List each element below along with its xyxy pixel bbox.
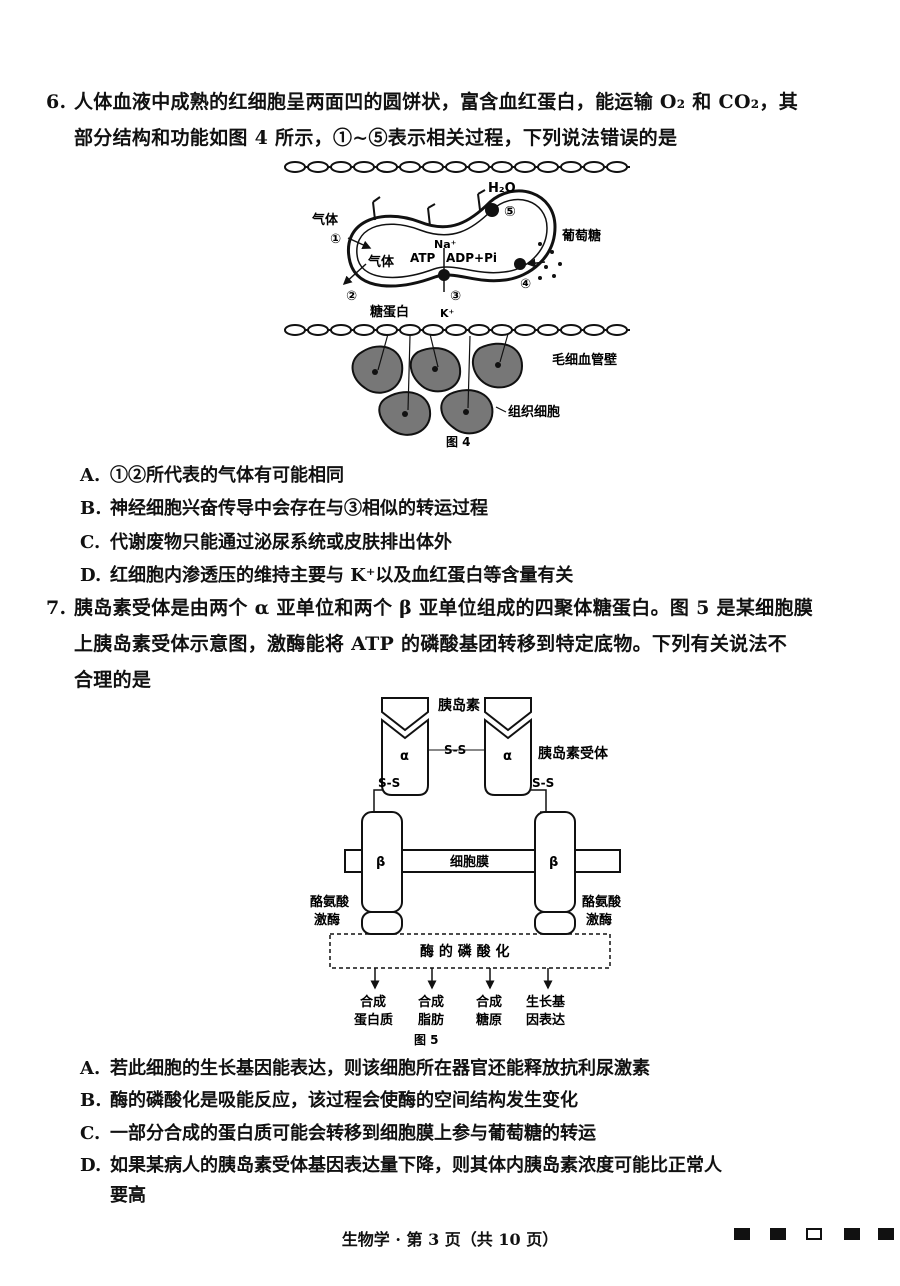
question-number: 6. (46, 91, 67, 113)
label-output-3b: 糖原 (476, 1012, 502, 1028)
question-7: 7. 胰岛素受体是由两个 α 亚单位和两个 β 亚单位组成的四聚体糖蛋白。图 5 … (46, 590, 866, 698)
label-process-2: ② (346, 289, 357, 304)
label-process-4: ④ (520, 277, 531, 292)
label-output-1a: 合成 (360, 994, 386, 1010)
label-insulin: 胰岛素 (438, 697, 480, 714)
footer-mark (734, 1228, 750, 1240)
label-ss-left: S-S (378, 776, 400, 790)
label-process-5: ⑤ (504, 204, 516, 220)
footer-mark-empty (806, 1228, 822, 1240)
footer-mark (770, 1228, 786, 1240)
label-beta-left: β (376, 855, 385, 870)
question-stem-line: 合理的是 (74, 669, 152, 691)
tissue-cells (351, 342, 524, 436)
label-na: Na⁺ (434, 238, 457, 251)
option-a: A.若此细胞的生长基因能表达，则该细胞所在器官还能释放抗利尿激素 (80, 1058, 650, 1079)
label-h2o: H₂O (488, 181, 516, 196)
option-d: D.如果某病人的胰岛素受体基因表达量下降，则其体内胰岛素浓度可能比正常人 (80, 1155, 722, 1176)
question-stem-line: 人体血液中成熟的红细胞呈两面凹的圆饼状，富含血红蛋白，能运输 O₂ 和 CO₂，… (74, 91, 799, 113)
footer-mark (878, 1228, 894, 1240)
option-d-continued: 要高 (110, 1185, 146, 1206)
sodium-potassium-pump-icon (438, 269, 450, 281)
question-stem-line: 胰岛素受体是由两个 α 亚单位和两个 β 亚单位组成的四聚体糖蛋白。图 5 是某… (74, 597, 814, 619)
label-tissue-cells: 组织细胞 (508, 404, 560, 420)
option-c: C.一部分合成的蛋白质可能会转移到细胞膜上参与葡萄糖的转运 (80, 1123, 596, 1144)
glucose-carrier-icon (514, 258, 526, 270)
label-capillary-wall: 毛细血管壁 (552, 352, 617, 368)
label-k: K⁺ (440, 307, 455, 320)
label-alpha-right: α (503, 749, 512, 764)
label-output-3a: 合成 (476, 994, 502, 1010)
label-insulin-receptor: 胰岛素受体 (538, 745, 609, 762)
label-output-4b: 因表达 (526, 1012, 565, 1028)
insulin-icon-left (381, 697, 429, 732)
label-glucose: 葡萄糖 (561, 228, 601, 244)
label-kinase-left-1: 酪氨酸 (310, 894, 350, 910)
figure-5-insulin-receptor: 胰岛素 α α S-S 胰岛素受体 S-S S-S 细胞膜 β β 酪氨酸 激酶… (310, 697, 622, 1047)
label-alpha-left: α (400, 749, 409, 764)
question-number: 7. (46, 597, 67, 619)
kinase-domain-left (361, 911, 403, 935)
option-d: D.红细胞内渗透压的维持主要与 K⁺以及血红蛋白等含量有关 (80, 565, 574, 586)
label-process-1: ① (330, 232, 341, 247)
footer-mark (844, 1228, 860, 1240)
label-glycoprotein: 糖蛋白 (370, 304, 409, 320)
water-channel-icon (485, 203, 499, 217)
label-kinase-right-1: 酪氨酸 (582, 894, 622, 910)
page-footer: 生物学 · 第 3 页（共 10 页） (341, 1230, 559, 1249)
phosphorylation-box (329, 933, 611, 969)
option-a: A.①②所代表的气体有可能相同 (80, 465, 344, 486)
alpha-subunit-left (381, 717, 429, 796)
label-cell-membrane: 细胞膜 (450, 854, 489, 870)
question-stem-line: 上胰岛素受体示意图，激酶能将 ATP 的磷酸基团转移到特定底物。下列有关说法不 (74, 633, 788, 655)
label-process-3: ③ (450, 289, 461, 304)
label-phosphorylation: 酶 的 磷 酸 化 (420, 943, 510, 960)
label-gas-outer: 气体 (312, 212, 339, 228)
figure-4-red-blood-cell: H₂O ⑤ 气体 ① 气体 ② Na⁺ ATP ADP+Pi ③ K⁺ 葡萄糖 … (284, 161, 630, 449)
label-output-2a: 合成 (418, 994, 444, 1010)
option-b: B.神经细胞兴奋传导中会存在与③相似的转运过程 (80, 498, 488, 519)
label-gas-inner: 气体 (368, 254, 395, 270)
label-ss-right: S-S (532, 776, 554, 790)
option-c: C.代谢废物只能通过泌尿系统或皮肤排出体外 (80, 532, 452, 553)
label-output-4a: 生长基 (526, 994, 566, 1010)
alpha-subunit-right (484, 717, 532, 796)
kinase-domain-right (534, 911, 576, 935)
question-6: 6. 人体血液中成熟的红细胞呈两面凹的圆饼状，富含血红蛋白，能运输 O₂ 和 CO… (46, 84, 866, 156)
label-kinase-left-2: 激酶 (314, 912, 340, 928)
insulin-icon-right (484, 697, 532, 732)
label-beta-right: β (549, 855, 558, 870)
label-adp: ADP+Pi (446, 251, 497, 265)
label-atp: ATP (410, 251, 436, 265)
red-blood-cell-outline (347, 189, 557, 288)
label-output-2b: 脂肪 (417, 1012, 444, 1028)
label-kinase-right-2: 激酶 (586, 912, 612, 928)
figure-4-caption: 图 4 (446, 435, 471, 449)
label-output-1b: 蛋白质 (354, 1012, 393, 1028)
glucose-dots (538, 242, 562, 280)
option-b: B.酶的磷酸化是吸能反应，该过程会使酶的空间结构发生变化 (80, 1090, 578, 1111)
figure-5-caption: 图 5 (414, 1033, 439, 1047)
capillary-wall-bottom (284, 324, 630, 336)
question-stem-line: 部分结构和功能如图 4 所示，①~⑤表示相关过程，下列说法错误的是 (74, 127, 678, 149)
capillary-wall-top (284, 161, 630, 173)
